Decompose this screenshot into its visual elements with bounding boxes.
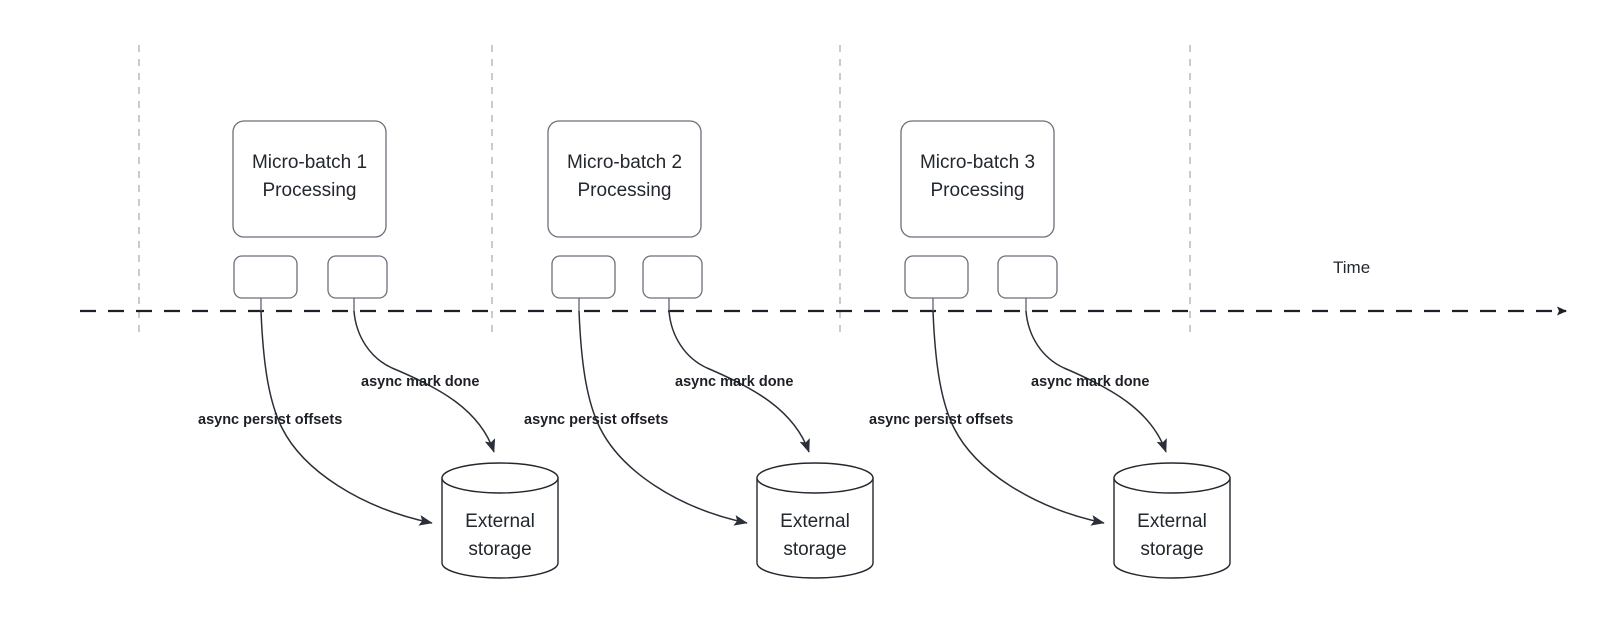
group-3: Micro-batch 3 Processing async persist o… bbox=[869, 120, 1231, 579]
cylinder-body-1 bbox=[441, 477, 559, 579]
micro-batch-1-label-line2: Processing bbox=[263, 180, 357, 201]
task-box-2b[interactable] bbox=[642, 255, 703, 299]
edge-async-mark-done-1 bbox=[353, 310, 496, 453]
external-storage-1-label-line1: External bbox=[465, 511, 535, 532]
task-box-3b[interactable] bbox=[997, 255, 1058, 299]
task-box-1b[interactable] bbox=[327, 255, 388, 299]
edge-label-async-persist-offsets-3: async persist offsets bbox=[869, 412, 1013, 428]
external-storage-cylinder-1[interactable]: External storage bbox=[441, 462, 559, 579]
external-storage-cylinder-3[interactable]: External storage bbox=[1113, 462, 1231, 579]
external-storage-1-label-line2: storage bbox=[468, 539, 531, 560]
task-box-2a[interactable] bbox=[551, 255, 616, 299]
micro-batch-3-label-line1: Micro-batch 3 bbox=[920, 152, 1035, 173]
micro-batch-1-box[interactable] bbox=[232, 120, 387, 238]
micro-batch-2-box[interactable] bbox=[547, 120, 702, 238]
micro-batch-1-label-line1: Micro-batch 1 bbox=[252, 152, 367, 173]
task-box-3a[interactable] bbox=[904, 255, 969, 299]
cylinder-body-2 bbox=[756, 477, 874, 579]
external-storage-cylinder-2[interactable]: External storage bbox=[756, 462, 874, 579]
edge-async-persist-offsets-2 bbox=[578, 310, 748, 526]
edge-async-persist-offsets-1 bbox=[260, 310, 433, 526]
edge-async-persist-offsets-3 bbox=[932, 310, 1105, 526]
external-storage-3-label-line1: External bbox=[1137, 511, 1207, 532]
time-axis: Time bbox=[80, 258, 1567, 316]
group-1: Micro-batch 1 Processing async persist o… bbox=[198, 120, 559, 579]
edge-label-async-persist-offsets-1: async persist offsets bbox=[198, 412, 342, 428]
edge-async-mark-done-2 bbox=[668, 310, 810, 453]
task-box-1a[interactable] bbox=[233, 255, 298, 299]
time-axis-label: Time bbox=[1333, 258, 1370, 277]
edge-label-async-mark-done-1: async mark done bbox=[361, 374, 479, 390]
timeline-tick-lines bbox=[138, 45, 1191, 333]
edge-label-async-persist-offsets-2: async persist offsets bbox=[524, 412, 668, 428]
cylinder-body-3 bbox=[1113, 477, 1231, 579]
external-storage-3-label-line2: storage bbox=[1140, 539, 1203, 560]
edge-label-async-mark-done-2: async mark done bbox=[675, 374, 793, 390]
micro-batch-3-box[interactable] bbox=[900, 120, 1055, 238]
cylinder-top-1 bbox=[441, 462, 559, 494]
cylinder-top-3 bbox=[1113, 462, 1231, 494]
group-2: Micro-batch 2 Processing async persist o… bbox=[524, 120, 874, 579]
edge-async-mark-done-3 bbox=[1025, 310, 1167, 453]
edge-label-async-mark-done-3: async mark done bbox=[1031, 374, 1149, 390]
micro-batch-3-label-line2: Processing bbox=[931, 180, 1025, 201]
external-storage-2-label-line2: storage bbox=[783, 539, 846, 560]
cylinder-top-2 bbox=[756, 462, 874, 494]
micro-batch-2-label-line1: Micro-batch 2 bbox=[567, 152, 682, 173]
external-storage-2-label-line1: External bbox=[780, 511, 850, 532]
micro-batch-2-label-line2: Processing bbox=[578, 180, 672, 201]
